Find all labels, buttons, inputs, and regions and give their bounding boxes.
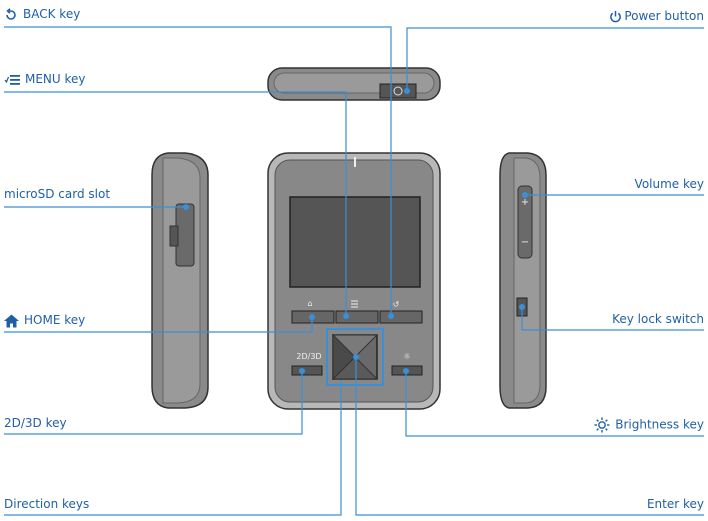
svg-text:☼: ☼ — [403, 352, 410, 361]
home-key-label: HOME key — [4, 313, 85, 328]
svg-text:−: − — [521, 237, 529, 248]
right-side-view: + − — [499, 152, 547, 409]
back-key-body[interactable] — [379, 310, 423, 324]
svg-text:↺: ↺ — [393, 300, 400, 309]
2d3d-key-print: 2D/3D — [296, 352, 321, 361]
front-view: ⌂ ↺ 2D/3D ☼ — [267, 152, 441, 410]
2d3d-key-body[interactable] — [291, 365, 323, 376]
top-view — [267, 67, 441, 101]
left-side-view — [151, 152, 209, 409]
power-button-body[interactable] — [379, 83, 417, 99]
power-button-label: Power button — [609, 9, 704, 23]
enter-key-label: Enter key — [646, 497, 704, 511]
leader-dots — [183, 88, 528, 374]
volume-key-label: Volume key — [634, 177, 704, 191]
menu-list-icon — [4, 74, 20, 85]
brightness-key-label: Brightness key — [594, 417, 704, 433]
key-lock-switch-label: Key lock switch — [612, 312, 704, 326]
svg-text:+: + — [521, 197, 529, 208]
menu-key-label: MENU key — [4, 72, 86, 86]
microsd-slot-body[interactable] — [175, 203, 195, 267]
sun-icon — [594, 417, 610, 433]
volume-key-body[interactable] — [517, 185, 533, 259]
back-arrow-icon — [6, 7, 16, 20]
display-screen — [289, 196, 421, 288]
menu-key-body[interactable] — [335, 310, 379, 324]
microsd-slot-label: microSD card slot — [4, 187, 111, 201]
leader-lines — [4, 26, 704, 516]
svg-text:⌂: ⌂ — [307, 299, 312, 308]
home-icon — [4, 314, 19, 327]
2d3d-key-label: 2D/3D key — [4, 416, 67, 430]
back-key-label: BACK key — [4, 7, 80, 22]
power-icon — [610, 10, 622, 23]
direction-keys-label: Direction keys — [4, 497, 90, 511]
